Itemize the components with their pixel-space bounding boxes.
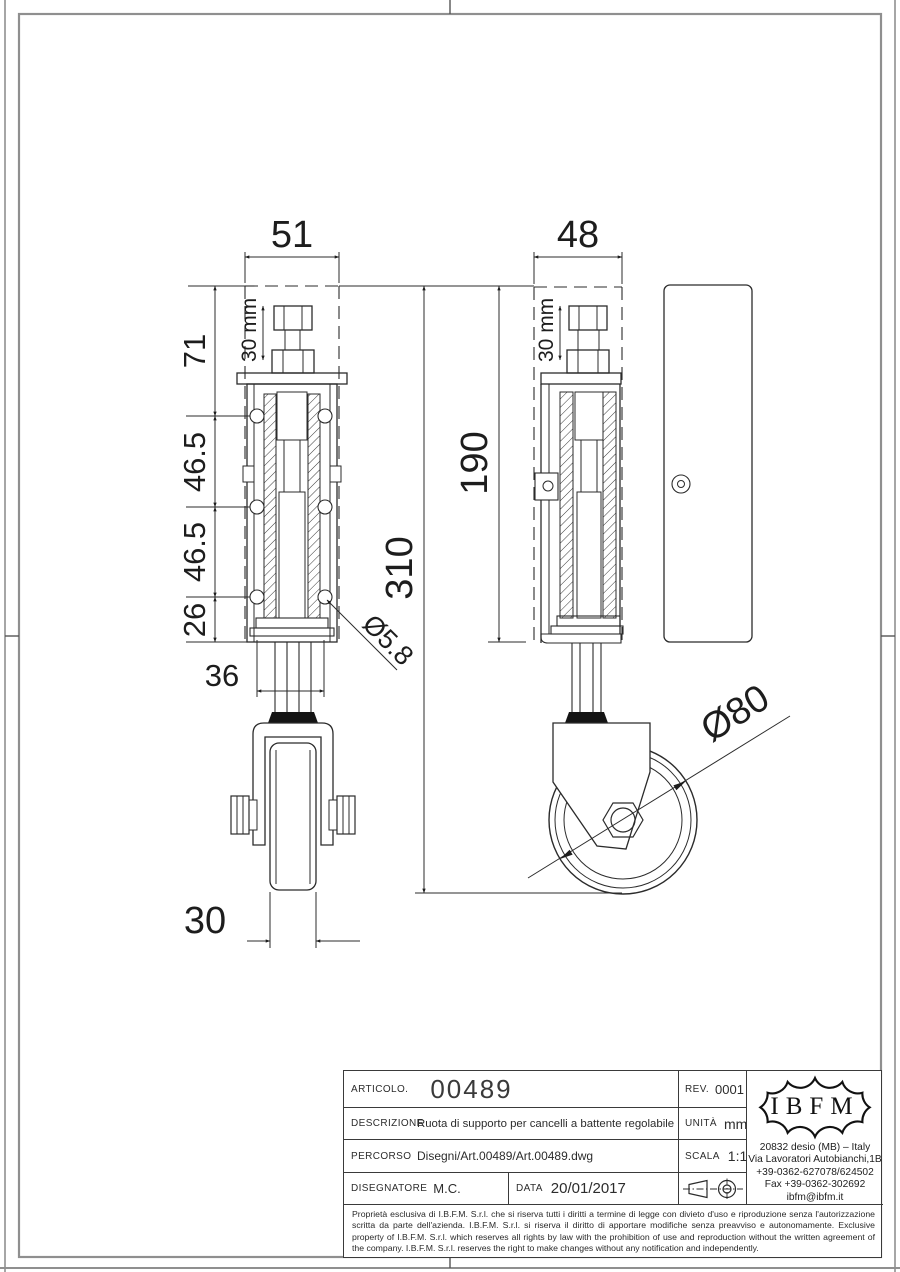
rev-value: 0001 bbox=[715, 1081, 744, 1097]
rev-cell: REV. 0001 bbox=[679, 1071, 747, 1108]
scala-value: 1:1 bbox=[727, 1148, 747, 1164]
company-email: ibfm@ibfm.it bbox=[786, 1191, 844, 1203]
dim-30-bottom: 30 bbox=[184, 900, 226, 942]
side-view bbox=[533, 286, 698, 895]
address-line: +39-0362-627078/624502 bbox=[756, 1166, 874, 1178]
shaft-cap bbox=[268, 712, 318, 723]
unita-cell: UNITÀ mm bbox=[679, 1108, 747, 1140]
dim-46-5-a: 46.5 bbox=[177, 432, 212, 492]
scala-cell: SCALA 1:1 bbox=[679, 1140, 747, 1173]
gate-profile-dashed-side bbox=[533, 286, 623, 645]
disegnatore-value: M.C. bbox=[433, 1181, 461, 1196]
data-label: DATA bbox=[516, 1183, 543, 1194]
dim-48: 48 bbox=[557, 214, 599, 256]
dimension-labels: 51 48 30 mm 30 mm 71 46.5 46.5 26 Ø5.8 3… bbox=[177, 214, 777, 942]
axle-nuts bbox=[230, 795, 356, 835]
title-block: ARTICOLO. 00489 REV. 0001 DESCRIZIONE Ru… bbox=[343, 1070, 883, 1258]
dim-30mm-front: 30 mm bbox=[238, 298, 261, 362]
adjusting-bolt-side bbox=[566, 305, 610, 374]
dimensions bbox=[186, 252, 791, 948]
dim-26: 26 bbox=[177, 603, 212, 637]
percorso-value: Disegni/Art.00489/Art.00489.dwg bbox=[417, 1149, 594, 1163]
company-logo-text: IBFM bbox=[770, 1093, 860, 1120]
dim-71: 71 bbox=[177, 334, 212, 368]
address-line: Fax +39-0362-302692 bbox=[764, 1179, 866, 1191]
gate-profile-dashed bbox=[244, 285, 340, 642]
data-value: 20/01/2017 bbox=[550, 1180, 626, 1197]
company-box: IBFM 20832 desio (MB) – Italy Via Lavora… bbox=[747, 1071, 883, 1205]
dim-190: 190 bbox=[454, 431, 496, 494]
percorso-cell: PERCORSO Disegni/Art.00489/Art.00489.dwg bbox=[344, 1140, 679, 1173]
housing-side bbox=[534, 372, 624, 644]
articolo-label: ARTICOLO. bbox=[351, 1083, 409, 1095]
descrizione-cell: DESCRIZIONE Ruota di supporto per cancel… bbox=[344, 1108, 679, 1140]
dim-46-5-b: 46.5 bbox=[177, 522, 212, 582]
descrizione-value: Ruota di supporto per cancelli a battent… bbox=[417, 1117, 675, 1130]
lower-shaft-side bbox=[571, 643, 602, 712]
percorso-label: PERCORSO bbox=[351, 1150, 412, 1162]
lower-shaft bbox=[274, 642, 312, 712]
rev-label: REV. bbox=[685, 1083, 710, 1095]
dim-51: 51 bbox=[271, 214, 313, 256]
projection-symbol-cell bbox=[679, 1173, 747, 1205]
dim-310: 310 bbox=[379, 536, 421, 599]
address-line: Via Lavoratori Autobianchi,1B bbox=[748, 1154, 882, 1166]
spring-left bbox=[263, 393, 277, 619]
wheel-front bbox=[269, 742, 317, 891]
cover-plate bbox=[663, 284, 753, 643]
ibfm-logo-icon bbox=[758, 1075, 872, 1140]
adjusting-bolt bbox=[271, 305, 315, 374]
hub bbox=[602, 802, 644, 838]
address-line: 20832 desio (MB) – Italy bbox=[759, 1141, 871, 1153]
dim-wheel-dia: Ø80 bbox=[694, 677, 777, 751]
dim-36: 36 bbox=[205, 658, 239, 693]
data-cell: DATA 20/01/2017 bbox=[509, 1173, 679, 1205]
disegnatore-cell: DISEGNATORE M.C. bbox=[344, 1173, 509, 1205]
fork-side bbox=[552, 722, 651, 850]
shaft-cap-side bbox=[565, 712, 608, 723]
disegnatore-label: DISEGNATORE bbox=[351, 1183, 428, 1194]
descrizione-label: DESCRIZIONE bbox=[351, 1118, 424, 1129]
company-address: 20832 desio (MB) – Italy Via Lavoratori … bbox=[748, 1142, 881, 1204]
unita-value: mm bbox=[724, 1115, 747, 1132]
legal-notice: Proprietà esclusiva di I.B.F.M. S.r.l. c… bbox=[352, 1209, 875, 1253]
articolo-value: 00489 bbox=[430, 1073, 513, 1104]
first-angle-projection-icon bbox=[682, 1178, 743, 1199]
spring-housing bbox=[236, 372, 348, 643]
articolo-cell: ARTICOLO. 00489 bbox=[344, 1071, 679, 1108]
front-view bbox=[230, 285, 356, 891]
dim-hole-dia: Ø5.8 bbox=[357, 609, 420, 672]
dim-30mm-side: 30 mm bbox=[535, 298, 558, 362]
unita-label: UNITÀ bbox=[685, 1118, 717, 1129]
fork-front bbox=[252, 722, 334, 846]
scala-label: SCALA bbox=[685, 1150, 720, 1162]
